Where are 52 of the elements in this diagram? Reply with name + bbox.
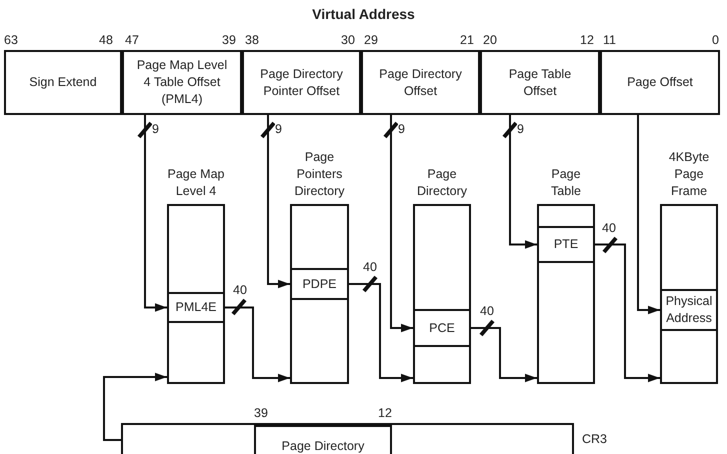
bit-number: 0 xyxy=(712,33,719,47)
table-entry: Page Directory xyxy=(254,425,392,454)
edge-label: 9 xyxy=(152,122,159,136)
arrow xyxy=(103,372,167,441)
bit-number: 12 xyxy=(378,406,392,420)
bit-field: Page Map Level 4 Table Offset (PML4) xyxy=(122,50,242,115)
bit-number: 29 xyxy=(364,33,378,47)
arrow xyxy=(471,320,537,382)
bit-number: 39 xyxy=(254,406,268,420)
arrow xyxy=(637,115,660,314)
table-title: Page Directory xyxy=(416,166,468,200)
diagram-title: Virtual Address xyxy=(311,6,416,22)
bit-number: 47 xyxy=(125,33,139,47)
arrow xyxy=(595,236,660,382)
bit-field: Sign Extend xyxy=(4,50,122,115)
table-title: Page Map Level 4 xyxy=(166,166,226,200)
table-entry: PML4E xyxy=(167,292,225,323)
bit-number: 63 xyxy=(4,33,18,47)
table-title: Page Pointers Directory xyxy=(293,149,346,200)
bit-number: 12 xyxy=(580,33,594,47)
edge-label: 40 xyxy=(480,304,494,318)
table-title: Page Table xyxy=(550,166,582,200)
edge-label: 9 xyxy=(398,122,405,136)
table-entry: PTE xyxy=(537,226,595,263)
arrow xyxy=(137,115,167,312)
bit-number: 20 xyxy=(483,33,497,47)
bit-number: 21 xyxy=(460,33,474,47)
bit-field: Page Offset xyxy=(600,50,720,115)
bit-number: 11 xyxy=(603,33,616,47)
register-box xyxy=(121,423,574,454)
bit-number: 48 xyxy=(99,33,113,47)
arrow xyxy=(383,115,413,332)
register-name: CR3 xyxy=(582,432,608,446)
bit-field: Page Directory Pointer Offset xyxy=(242,50,361,115)
table-entry: PCE xyxy=(413,309,471,347)
bit-field: Page Table Offset xyxy=(480,50,600,115)
table-title: 4KByte Page Frame xyxy=(668,149,710,200)
edge-label: 9 xyxy=(517,122,524,136)
table-entry: PDPE xyxy=(290,268,349,300)
edge-label: 40 xyxy=(233,283,247,297)
edge-label: 40 xyxy=(363,260,377,274)
arrow xyxy=(225,298,290,382)
edge-label: 9 xyxy=(275,122,282,136)
arrow xyxy=(349,276,413,382)
bit-field: Page Directory Offset xyxy=(361,50,480,115)
bit-number: 30 xyxy=(341,33,355,47)
table-entry: Physical Address xyxy=(660,289,718,331)
edge-label: 40 xyxy=(602,221,616,235)
bit-number: 38 xyxy=(245,33,259,47)
arrow xyxy=(502,115,537,249)
arrow xyxy=(260,115,290,288)
bit-number: 39 xyxy=(222,33,236,47)
